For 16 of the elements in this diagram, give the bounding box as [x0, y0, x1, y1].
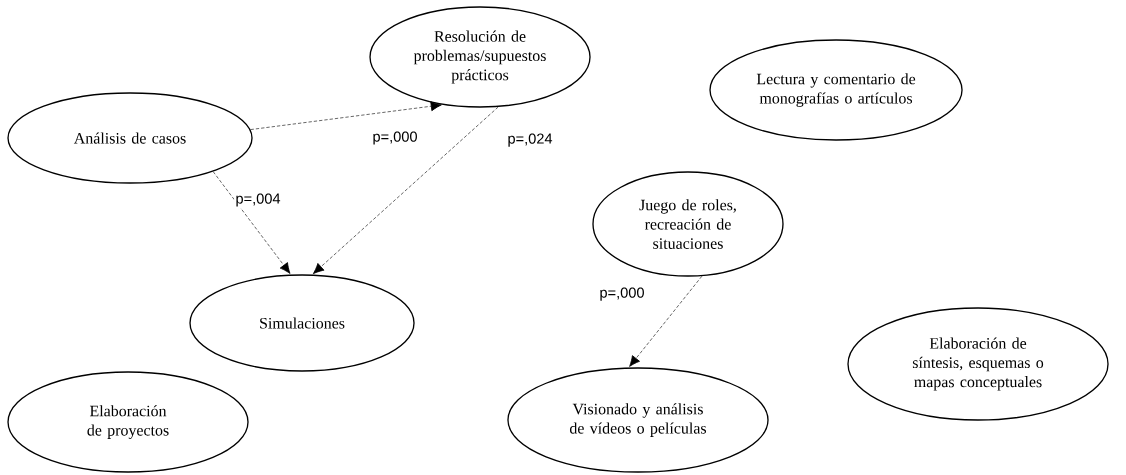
arrow	[312, 106, 499, 274]
ellipse-node: Lectura y comentario de monografías o artículos	[709, 39, 963, 141]
ellipse-node: Resolución de problemas/supuestos prácticos	[369, 6, 591, 108]
edge-label: p=,000	[598, 286, 646, 302]
arrow	[250, 101, 442, 130]
edge-label: p=,000	[371, 130, 419, 146]
ellipse-node: Elaboración de proyectos	[7, 371, 249, 473]
edge-label: p=,004	[234, 192, 282, 208]
ellipse-node: Juego de roles, recreación de situaciones	[592, 171, 784, 277]
ellipse-node: Simulaciones	[189, 274, 415, 372]
ellipse-node: Análisis de casos	[7, 92, 253, 184]
arrow	[629, 275, 703, 367]
edge-label: p=,024	[506, 132, 554, 148]
ellipse-node: Visionado y análisis de vídeos o películas	[507, 367, 769, 473]
arrow	[212, 171, 291, 274]
ellipse-node: Elaboración de síntesis, esquemas o mapas conceptuales	[847, 307, 1109, 421]
